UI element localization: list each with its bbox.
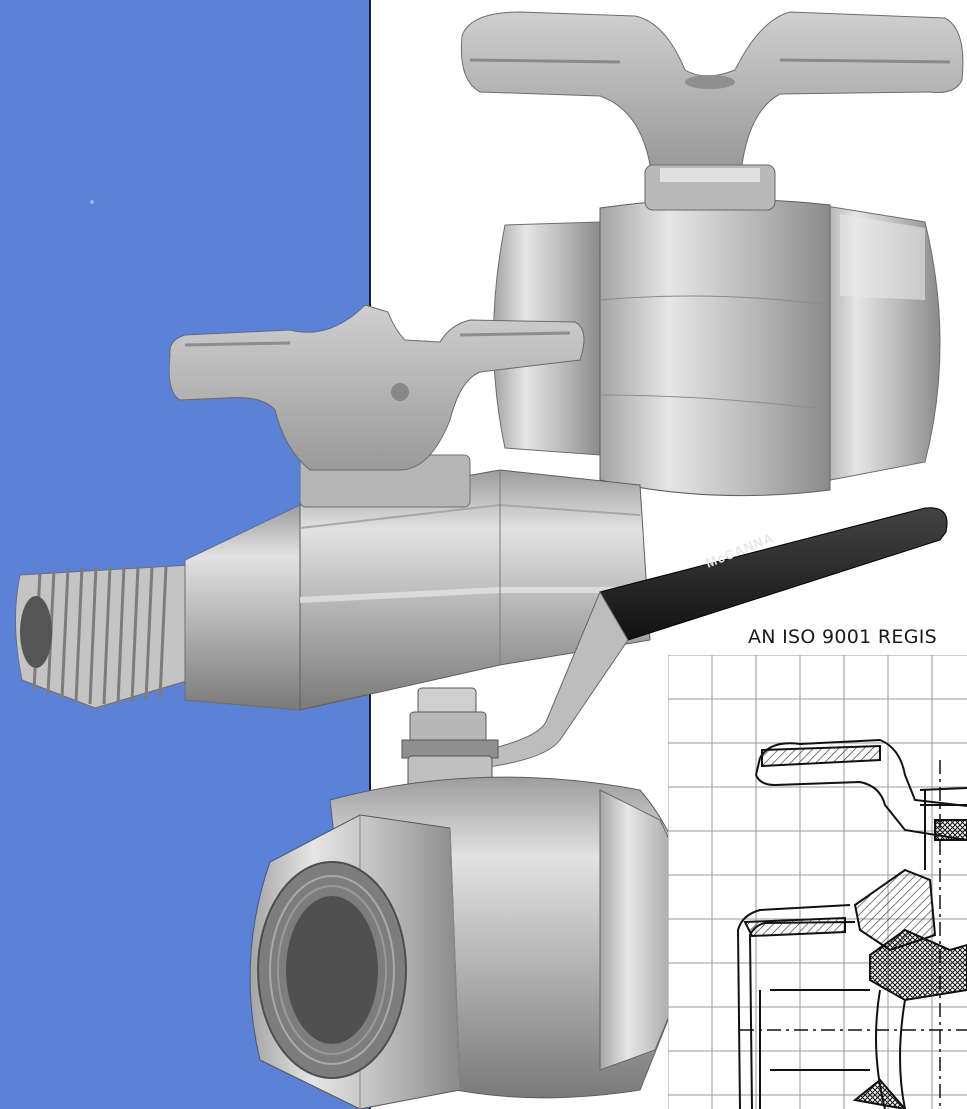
tee-handle-valve-top [460,11,964,497]
tee-handle-valve-middle [14,304,651,711]
cross-section-drawing [668,655,967,1109]
iso-registration-caption: AN ISO 9001 REGIS [748,626,937,648]
